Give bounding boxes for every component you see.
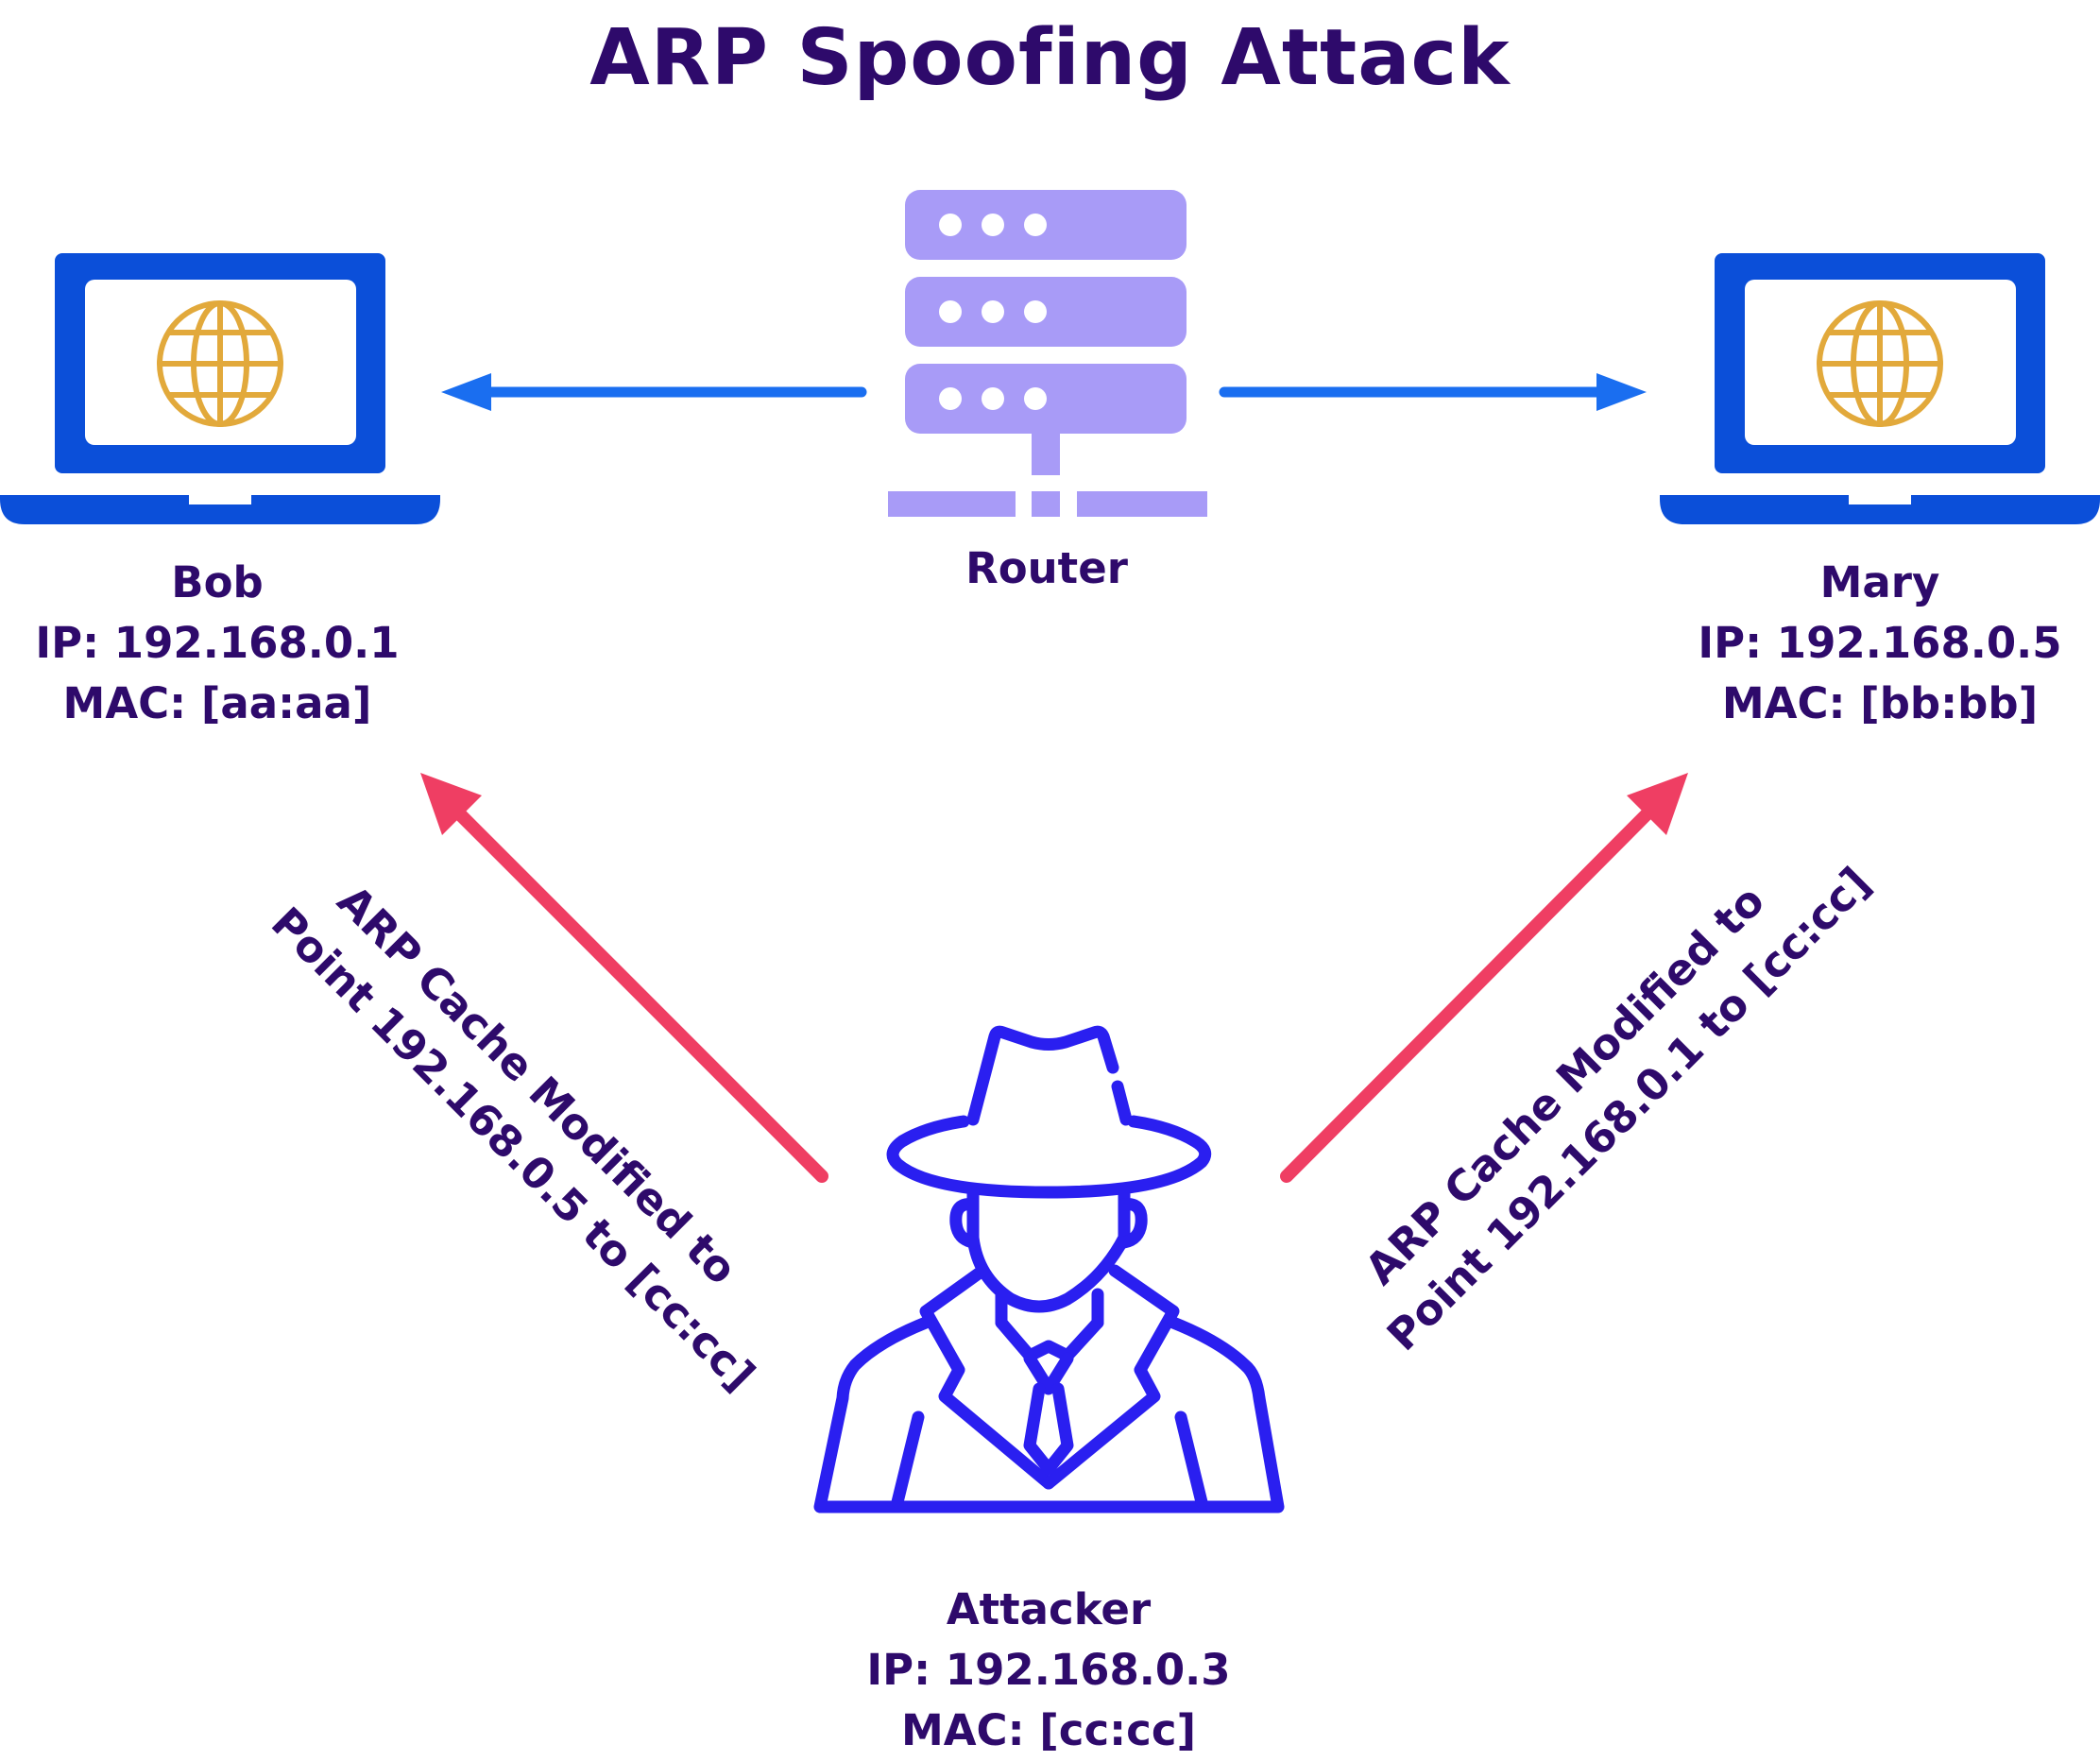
bob-ip: IP: 192.168.0.1 bbox=[35, 618, 400, 668]
attacker-mac: MAC: [cc:cc] bbox=[900, 1705, 1197, 1755]
router-server-icon bbox=[888, 190, 1207, 517]
attacker-spy-icon bbox=[813, 1025, 1285, 1513]
router-name: Router bbox=[965, 543, 1128, 593]
mary-label: Mary IP: 192.168.0.5 MAC: [bb:bb] bbox=[1682, 553, 2078, 734]
mary-name: Mary bbox=[1819, 557, 1940, 607]
arrow-router-to-mary bbox=[1219, 373, 1647, 411]
router-label: Router bbox=[858, 539, 1236, 599]
bob-name: Bob bbox=[171, 557, 264, 607]
mary-laptop-icon bbox=[1660, 253, 2100, 524]
bob-mac: MAC: [aa:aa] bbox=[62, 678, 372, 728]
bob-laptop-icon bbox=[0, 253, 440, 524]
arrow-attacker-to-bob bbox=[420, 773, 828, 1183]
globe-icon bbox=[157, 300, 283, 427]
attacker-name: Attacker bbox=[946, 1584, 1152, 1634]
attacker-label: Attacker IP: 192.168.0.3 MAC: [cc:cc] bbox=[803, 1580, 1294, 1761]
diagram-title: ARP Spoofing Attack bbox=[589, 13, 1511, 103]
mary-mac: MAC: [bb:bb] bbox=[1721, 678, 2039, 728]
mary-ip: IP: 192.168.0.5 bbox=[1698, 618, 2062, 668]
bob-label: Bob IP: 192.168.0.1 MAC: [aa:aa] bbox=[19, 553, 416, 734]
arrow-attacker-to-mary bbox=[1280, 773, 1688, 1183]
arrow-router-to-bob bbox=[441, 373, 867, 411]
globe-icon bbox=[1817, 300, 1943, 427]
attacker-ip: IP: 192.168.0.3 bbox=[866, 1645, 1231, 1695]
